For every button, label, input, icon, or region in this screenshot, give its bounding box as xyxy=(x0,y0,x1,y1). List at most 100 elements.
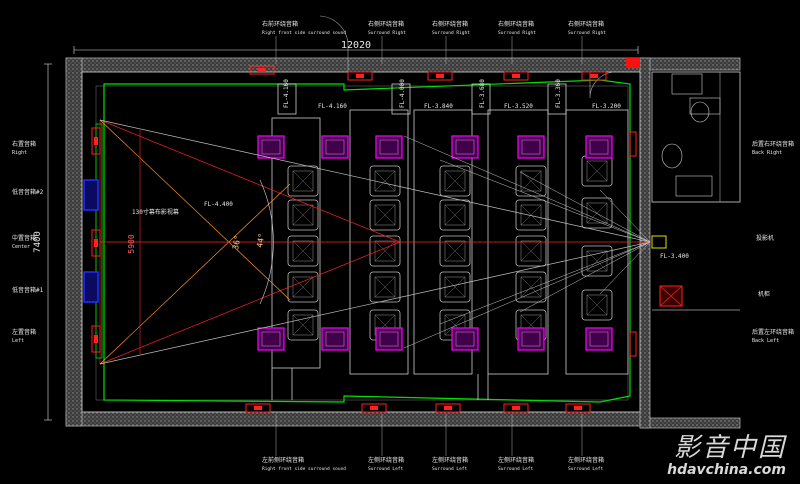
surround-speaker xyxy=(581,71,607,81)
right-labels: 后置右环绕音箱 Back Right 投影机 机柜 后置左环绕音箱 Back L… xyxy=(752,140,794,344)
surround-speaker xyxy=(435,403,461,413)
fl-label: FL-4.160 xyxy=(283,79,290,108)
fl-label: FL-4.000 xyxy=(399,79,406,108)
top-label-cn: 右侧环绕音箱 xyxy=(368,20,404,28)
top-label-en: Surround Right xyxy=(568,30,606,36)
seat-vibrator xyxy=(375,327,403,351)
surround-speaker xyxy=(347,71,373,81)
dimension-lines xyxy=(44,46,639,421)
bottom-label-cn: 左前侧环绕音箱 xyxy=(262,456,304,464)
speakers xyxy=(83,65,667,413)
seat xyxy=(515,271,547,303)
center-speaker xyxy=(91,229,101,257)
sightlines xyxy=(99,119,652,365)
fl-label: FL-3.200 xyxy=(592,103,621,110)
seat-vibrator xyxy=(321,135,349,159)
seat xyxy=(515,235,547,267)
svg-text:Right: Right xyxy=(12,150,27,156)
seat xyxy=(287,271,319,303)
seat xyxy=(287,309,319,341)
bottom-speaker-labels: 左前侧环绕音箱 Right front side surround sound 左侧… xyxy=(262,414,604,472)
seat xyxy=(581,197,613,229)
walls xyxy=(65,57,741,429)
svg-text:机柜: 机柜 xyxy=(758,290,770,298)
seat xyxy=(439,165,471,197)
svg-text:Center: Center xyxy=(12,244,30,250)
seat-vibrator xyxy=(375,135,403,159)
bottom-label-en: Right front side surround sound xyxy=(262,466,346,472)
bottom-label-cn: 左侧环绕音箱 xyxy=(568,456,604,464)
top-label-cn: 右侧环绕音箱 xyxy=(568,20,604,28)
seat-vibrator xyxy=(451,135,479,159)
seat-vibrator xyxy=(257,135,285,159)
surround-speaker xyxy=(503,403,529,413)
fl-label: FL-3.680 xyxy=(479,79,486,108)
projector xyxy=(651,235,667,249)
svg-text:投影机: 投影机 xyxy=(756,234,774,242)
svg-text:低音音箱#2: 低音音箱#2 xyxy=(12,188,44,196)
seat-vibrator xyxy=(585,327,613,351)
angle-44: 44° xyxy=(255,233,266,249)
surround-speaker xyxy=(427,71,453,81)
height-dimension: 7400 xyxy=(33,231,43,253)
front-left-speaker xyxy=(91,325,101,353)
top-label-cn: 右侧环绕音箱 xyxy=(498,20,534,28)
bottom-label-en: Surround Left xyxy=(568,466,604,472)
width-dimension: 12020 xyxy=(341,40,371,51)
svg-text:Back Right: Back Right xyxy=(752,150,782,156)
surround-speaker xyxy=(503,71,529,81)
seat xyxy=(439,271,471,303)
seat xyxy=(439,199,471,231)
seat-vibrator xyxy=(321,327,349,351)
bottom-label-cn: 左侧环绕音箱 xyxy=(498,456,534,464)
stage-outline xyxy=(103,79,631,403)
svg-text:右置音箱: 右置音箱 xyxy=(12,140,36,148)
seat xyxy=(369,199,401,231)
top-label-en: Surround Right xyxy=(368,30,406,36)
svg-text:低音音箱#1: 低音音箱#1 xyxy=(12,286,44,294)
service-room xyxy=(319,15,741,311)
seat xyxy=(439,235,471,267)
bottom-label-en: Surround Left xyxy=(368,466,404,472)
seat-vibrator xyxy=(257,327,285,351)
seat xyxy=(287,235,319,267)
fl-label: FL-3.520 xyxy=(504,103,533,110)
screen-dimension: 5900 xyxy=(127,234,136,253)
fl-label: FL-3.400 xyxy=(660,253,689,260)
fl-label: FL-4.400 xyxy=(204,201,233,208)
top-label-en: Right front side surround sound xyxy=(262,30,346,36)
fl-label: FL-3.360 xyxy=(555,79,562,108)
seat-vibrator xyxy=(451,327,479,351)
front-right-speaker xyxy=(91,127,101,155)
bottom-label-en: Surround Left xyxy=(432,466,468,472)
seat xyxy=(287,199,319,231)
svg-text:后置右环绕音箱: 后置右环绕音箱 xyxy=(752,140,794,148)
angle-36: 36° xyxy=(231,235,242,251)
seat-vibrator xyxy=(517,135,545,159)
seat-vibrator xyxy=(585,135,613,159)
svg-text:中置音箱: 中置音箱 xyxy=(12,234,36,242)
left-labels: 右置音箱 Right 低音音箱#2 中置音箱 Center 低音音箱#1 左置音… xyxy=(12,140,44,344)
seats xyxy=(257,135,613,351)
surround-speaker xyxy=(245,403,271,413)
back-speaker xyxy=(629,131,637,157)
seat xyxy=(369,271,401,303)
surround-speaker xyxy=(361,403,387,413)
seat xyxy=(581,155,613,187)
surround-speaker xyxy=(249,65,275,75)
bottom-label-cn: 左侧环绕音箱 xyxy=(432,456,468,464)
subwoofer xyxy=(83,179,99,211)
fl-label: FL-3.840 xyxy=(424,103,453,110)
subwoofer xyxy=(83,271,99,303)
svg-text:后置左环绕音箱: 后置左环绕音箱 xyxy=(752,328,794,336)
seat-vibrator xyxy=(517,327,545,351)
svg-text:Back Left: Back Left xyxy=(752,338,779,344)
svg-text:左置音箱: 左置音箱 xyxy=(12,328,36,336)
back-speaker xyxy=(629,331,637,357)
seat xyxy=(581,245,613,277)
top-label-cn: 右侧环绕音箱 xyxy=(432,20,468,28)
watermark: 影音中国 hdavchina.com xyxy=(667,434,786,478)
seat xyxy=(581,289,613,321)
